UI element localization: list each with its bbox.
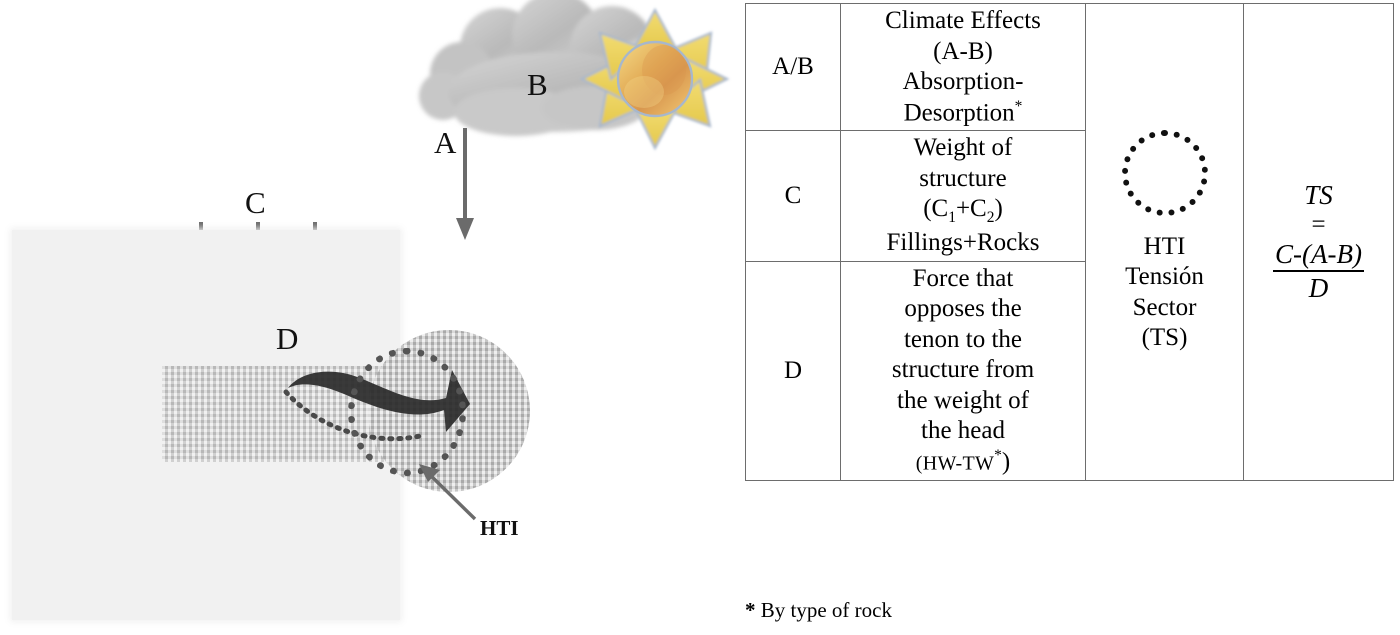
label-b: B [527, 67, 548, 102]
desc-line-formula: (C1+C2) [923, 195, 1003, 227]
desc-line: Force that [912, 264, 1014, 292]
diagram-svg [192, 0, 730, 338]
label-hti: HTI [480, 516, 519, 540]
desc-line: Fillings+Rocks [886, 229, 1040, 257]
mid-line: Tensión [1125, 263, 1204, 291]
calculation-table: A/B Climate Effects (A-B) Absorption- De… [745, 2, 1394, 481]
row-key-d: D [745, 260, 841, 481]
desc-close-paren: ) [1001, 448, 1011, 476]
desc-line: structure [919, 164, 1007, 192]
subscript-2: 2 [986, 209, 995, 227]
formula-denominator: D [1308, 272, 1329, 303]
dotted-ellipse-icon [348, 348, 466, 476]
desc-line: the head [921, 417, 1005, 445]
desc-line: Absorption- [902, 68, 1024, 95]
table-footnote: * By type of rock [745, 598, 892, 623]
label-d: D [276, 321, 299, 356]
force-diagram: B A C D HTI [12, 0, 730, 620]
desc-line-abbrev: (HW-TW [915, 452, 995, 475]
formula-numerator: C-(A-B) [1273, 239, 1364, 272]
calculation-table-wrapper: A/B Climate Effects (A-B) Absorption- De… [745, 2, 1394, 481]
hti-tension-sector-cell: HTI Tensión Sector (TS) [1085, 3, 1244, 481]
row-description-c: Weight of structure (C1+C2) Fillings+Roc… [840, 130, 1086, 262]
formula-fraction: C-(A-B) D [1273, 239, 1364, 303]
table-row-ab: A/B Climate Effects (A-B) Absorption- De… [745, 2, 1394, 481]
down-arrow-icon-a [456, 128, 474, 240]
formula-result: TS [1304, 180, 1333, 211]
desc-line: Desorption [903, 98, 1015, 126]
mid-line: Sector [1132, 293, 1197, 321]
row-description-d: Force that opposes the tenon to the stru… [840, 260, 1086, 481]
footnote-star: * [745, 598, 756, 622]
ts-formula: TS = C-(A-B) D [1273, 180, 1364, 303]
mid-line: (TS) [1141, 324, 1188, 352]
footnote-marker: * [1014, 97, 1023, 115]
row-key-ab: A/B [745, 2, 841, 132]
desc-line: tenon to the [903, 325, 1023, 353]
formula-equals: = [1311, 210, 1326, 238]
formula-cell: TS = C-(A-B) D [1243, 3, 1394, 481]
label-a: A [434, 125, 457, 160]
sun-icon [579, 7, 730, 151]
desc-line: structure from [891, 356, 1035, 384]
desc-line: Climate Effects [885, 7, 1041, 34]
subscript-1: 1 [948, 209, 956, 227]
footnote-marker: * [994, 446, 1002, 464]
hti-pointer-svg [419, 464, 477, 521]
desc-line: (A-B) [933, 37, 993, 65]
table-row-c: C Weight of structure (C1+C2) Fillings+R… [745, 130, 1394, 262]
desc-line: Weight of [913, 134, 1013, 162]
label-c: C [245, 185, 266, 220]
desc-line: opposes the [904, 295, 1022, 323]
mid-line: HTI [1143, 232, 1186, 260]
row-description-ab: Climate Effects (A-B) Absorption- Desorp… [840, 2, 1086, 132]
desc-line: the weight of [897, 386, 1029, 414]
table-row-d: D Force that opposes the tenon to the st… [745, 260, 1394, 481]
leader-arrow-icon [419, 464, 477, 521]
dotted-circle-icon [1121, 129, 1208, 216]
footnote-text: By type of rock [755, 598, 892, 622]
row-key-c: C [745, 130, 841, 262]
